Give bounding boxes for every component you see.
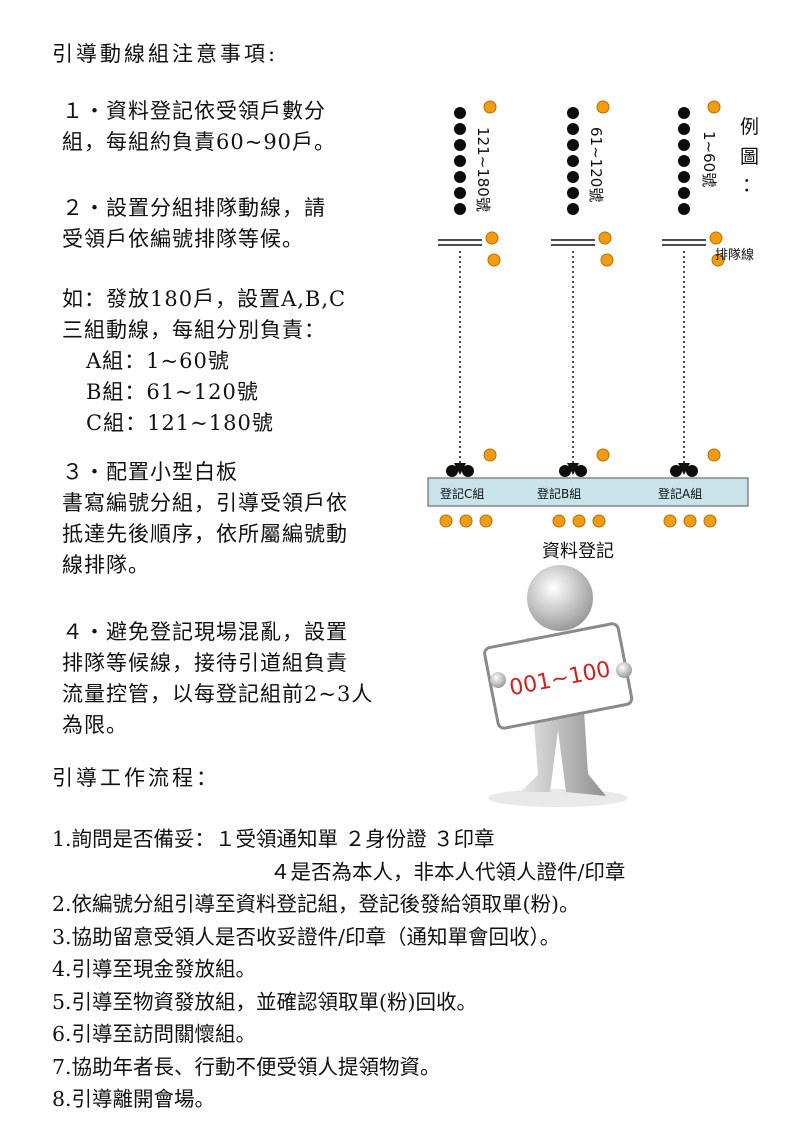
note-item-1-line: 組，每組約負責60~90戶。 [62, 130, 337, 154]
desk-label-a: 登記A組 [658, 486, 702, 501]
example-label-char: 圖 [740, 146, 759, 168]
workflow-step: 6.引導至訪問關懷組。 [52, 1022, 257, 1046]
desk-staff-dot [683, 514, 697, 528]
workflow-step: 4.引導至現金發放組。 [52, 957, 257, 981]
workflow-steps: 1.詢問是否備妥：１受領通知單 ２身份證 ３印章 ４是否為本人，非本人代領人證件… [52, 823, 625, 1116]
note-item-4-line: ４・避免登記現場混亂，設置 [62, 620, 348, 644]
staff-dot [485, 231, 499, 245]
staff-dot [707, 448, 721, 462]
desk-label-b: 登記B組 [537, 486, 581, 501]
example-block: 如：發放180戶，設置A,B,C 三組動線，每組分別負責： A組：1~60號 B… [62, 284, 402, 439]
example-line: 如：發放180戶，設置A,B,C [62, 287, 347, 311]
queue-person-dot [678, 139, 690, 151]
note-item-3-line: 線排隊。 [62, 553, 150, 577]
note-item-3-line: 書寫編號分組，引導受領戶依 [62, 491, 348, 515]
note-item-2-line: 受領戶依編號排隊等候。 [62, 227, 304, 251]
note-item-4: ４・避免登記現場混亂，設置 排隊等候線，接待引道組負責 流量控管，以每登記組前2… [62, 617, 402, 741]
desk-staff-dot [703, 514, 717, 528]
queue-columns [438, 107, 706, 477]
note-item-3-line: ３・配置小型白板 [62, 460, 238, 484]
desk-caption: 資料登記 [542, 541, 614, 562]
desk-person-dot [575, 465, 587, 477]
queue-person-dot [678, 155, 690, 167]
queue-person-dot [454, 187, 466, 199]
staff-dot [709, 231, 723, 245]
desk-person-dot [446, 465, 458, 477]
staff-dot [596, 100, 610, 114]
desk-staff-dot [459, 514, 473, 528]
queue-person-dot [454, 139, 466, 151]
queue-diagram: 121~180號 61~120號 1~60號 例 圖 ： 排隊線 登記C組 登記… [427, 100, 761, 562]
workflow-step: 2.依編號分組引導至資料登記組，登記後發給領取單(粉)。 [52, 892, 580, 916]
note-item-2: ２・設置分組排隊動線，請 受領戶依編號排隊等候。 [62, 193, 402, 255]
desk-person-dot [670, 465, 682, 477]
staff-dot [483, 448, 497, 462]
staff-dot [487, 253, 501, 267]
desk-staff-dot [479, 514, 493, 528]
workflow-step: 3.協助留意受領人是否收妥證件/印章（通知單會回收）。 [52, 924, 561, 949]
queue-person-dot [678, 203, 690, 215]
note-item-1: １・資料登記依受領戶數分 組，每組約負責60~90戶。 [62, 96, 402, 158]
queue-person-dot [567, 155, 579, 167]
queue-person-dot [678, 107, 690, 119]
workflow-title: 引導工作流程： [52, 766, 220, 790]
queue-person-dot [454, 107, 466, 119]
desk-person-dot [462, 465, 474, 477]
queue-line-label: 排隊線 [715, 247, 754, 263]
queue-person-dot [454, 123, 466, 135]
desk-staff-dot [592, 514, 606, 528]
example-line: 三組動線，每組分別負責： [62, 318, 326, 342]
queue-person-dot [567, 171, 579, 183]
staff-dot [600, 253, 614, 267]
queue-person-dot [567, 203, 579, 215]
staff-dot [483, 100, 497, 114]
desk-person-dot [559, 465, 571, 477]
workflow-step: 5.引導至物資發放組，並確認領取單(粉)回收。 [52, 989, 478, 1014]
queue-person-dot [678, 123, 690, 135]
queue-person-dot [678, 171, 690, 183]
workflow-step: 8.引導離開會場。 [52, 1087, 216, 1111]
queue-label-b: 61~120號 [587, 127, 605, 202]
desk-staff-dot [552, 514, 566, 528]
staff-dot [598, 231, 612, 245]
desk-label-c: 登記C組 [440, 486, 484, 501]
queue-person-dot [567, 107, 579, 119]
queue-person-dot [454, 155, 466, 167]
note-item-2-line: ２・設置分組排隊動線，請 [62, 196, 326, 220]
group-b-line: B組：61~120號 [86, 380, 259, 404]
group-c-line: C組：121~180號 [86, 411, 274, 435]
group-a-line: A組：1~60號 [86, 349, 230, 373]
workflow-step: 7.協助年者長、行動不便受領人提領物資。 [52, 1054, 441, 1079]
staff-dot [707, 100, 721, 114]
desk-staff-dot [663, 514, 677, 528]
staff-dot [711, 253, 725, 267]
registration-desk [427, 477, 749, 507]
workflow-step: 1.詢問是否備妥：１受領通知單 ２身份證 ３印章 [52, 827, 495, 851]
desk-staff-dot [572, 514, 586, 528]
note-item-3: ３・配置小型白板 書寫編號分組，引導受領戶依 抵達先後順序，依所屬編號動 線排隊… [62, 457, 402, 581]
note-item-4-line: 流量控管，以每登記組前2~3人 [62, 682, 374, 706]
example-label-char: 例 [740, 116, 759, 138]
desk-person-dot [686, 465, 698, 477]
queue-person-dot [567, 139, 579, 151]
staff-dot [596, 448, 610, 462]
queue-label-c: 121~180號 [474, 127, 492, 212]
example-label-char: ： [742, 174, 761, 196]
queue-person-dot [454, 171, 466, 183]
person-holding-sign-illustration: 001~100 [483, 565, 634, 807]
note-item-1-line: １・資料登記依受領戶數分 [62, 99, 326, 123]
workflow-step-continuation: ４是否為本人，非本人代領人證件/印章 [270, 859, 626, 884]
page-title: 引導動線組注意事項: [52, 42, 279, 66]
queue-person-dot [454, 203, 466, 215]
staff-dots [439, 100, 725, 528]
queue-person-dot [567, 123, 579, 135]
queue-label-a: 1~60號 [700, 131, 718, 187]
note-item-4-line: 為限。 [62, 713, 128, 737]
queue-person-dot [678, 187, 690, 199]
queue-person-dot [567, 187, 579, 199]
note-item-3-line: 抵達先後順序，依所屬編號動 [62, 522, 348, 546]
desk-staff-dot [439, 514, 453, 528]
note-item-4-line: 排隊等候線，接待引道組負責 [62, 651, 348, 675]
